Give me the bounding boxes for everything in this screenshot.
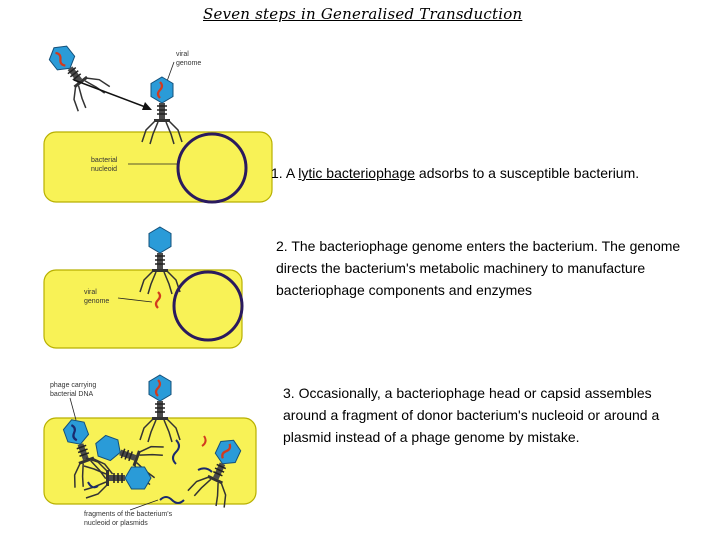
phage-adsorbed: [141, 76, 183, 145]
bacterium-cell-1: [43, 131, 273, 203]
label-genome-2: genome: [84, 298, 109, 305]
label-fragments: fragments of the bacterium's: [84, 511, 173, 518]
approach-arrow: [73, 79, 149, 109]
page-title: Seven steps in Generalised Transduction: [203, 5, 523, 23]
dna-fragment-4: [87, 481, 99, 489]
bacterium-cell-3: [43, 417, 257, 505]
label-bacterial: bacterial: [91, 157, 118, 164]
label-phage-carrying: phage carrying: [50, 382, 96, 389]
dna-fragment-5: [201, 435, 207, 447]
label-genome: genome: [176, 60, 201, 67]
lytic-bacteriophage-link[interactable]: lytic bacteriophage: [298, 165, 416, 181]
step-2-text: 2. The bacteriophage genome enters the b…: [276, 238, 681, 298]
nucleoid-1: [176, 132, 248, 204]
nucleoid-2: [172, 270, 244, 342]
phage-inside-2: [186, 431, 253, 511]
phage-free: [37, 34, 112, 114]
dna-fragment-2: [197, 467, 213, 473]
phage-with-bacterial-dna: [52, 412, 115, 491]
dna-fragment-1: [172, 439, 180, 465]
step-3-text: 3. Occasionally, a bacteriophage head or…: [283, 385, 660, 445]
label-bacterial-dna: bacterial DNA: [50, 391, 94, 398]
dna-fragment-3: [159, 496, 185, 504]
phage-exiting: [139, 374, 181, 443]
label-nucleoid-plasmids: nucleoid or plasmids: [84, 520, 148, 527]
label-viral-2: viral: [84, 289, 97, 296]
label-viral: viral: [176, 51, 189, 58]
step-1-text: 1. A lytic bacteriophage adsorbs to a su…: [271, 165, 640, 181]
label-nucleoid: nucleoid: [91, 166, 117, 173]
